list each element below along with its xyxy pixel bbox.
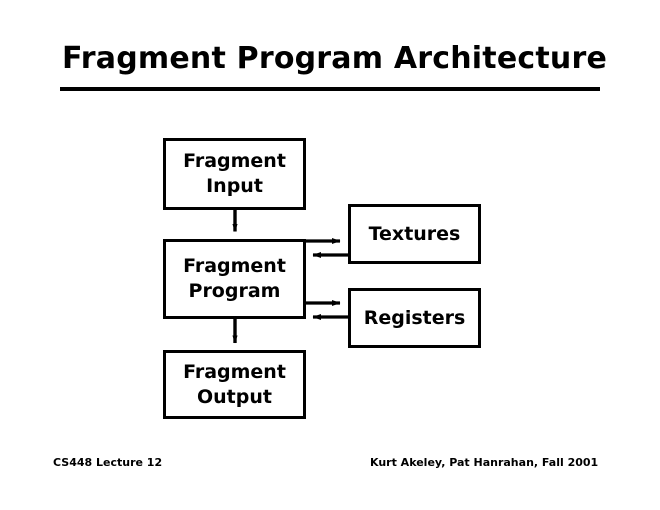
node-label-line1: Textures bbox=[368, 222, 461, 245]
node-label-line2: Output bbox=[197, 385, 272, 408]
node-label-line2: Program bbox=[188, 280, 281, 302]
diagram-node-fragment-program[interactable]: Fragment Program bbox=[163, 239, 306, 319]
node-label-line1: Fragment bbox=[183, 150, 286, 172]
diagram-node-fragment-output[interactable]: Fragment Output bbox=[163, 350, 306, 419]
diagram-node-fragment-input[interactable]: Fragment Input bbox=[163, 138, 306, 210]
node-label-line2: Input bbox=[206, 175, 263, 197]
diagram-node-textures[interactable]: Textures bbox=[348, 204, 481, 264]
page-title: Fragment Program Architecture bbox=[62, 41, 607, 76]
node-label-line1: Fragment bbox=[183, 360, 286, 383]
node-label-line1: Fragment bbox=[183, 255, 286, 277]
diagram-node-registers[interactable]: Registers bbox=[348, 288, 481, 348]
title-divider bbox=[60, 87, 600, 91]
footer-authors-label: Kurt Akeley, Pat Hanrahan, Fall 2001 bbox=[370, 456, 599, 469]
node-label-line1: Registers bbox=[363, 306, 466, 329]
footer-course-label: CS448 Lecture 12 bbox=[53, 456, 163, 469]
